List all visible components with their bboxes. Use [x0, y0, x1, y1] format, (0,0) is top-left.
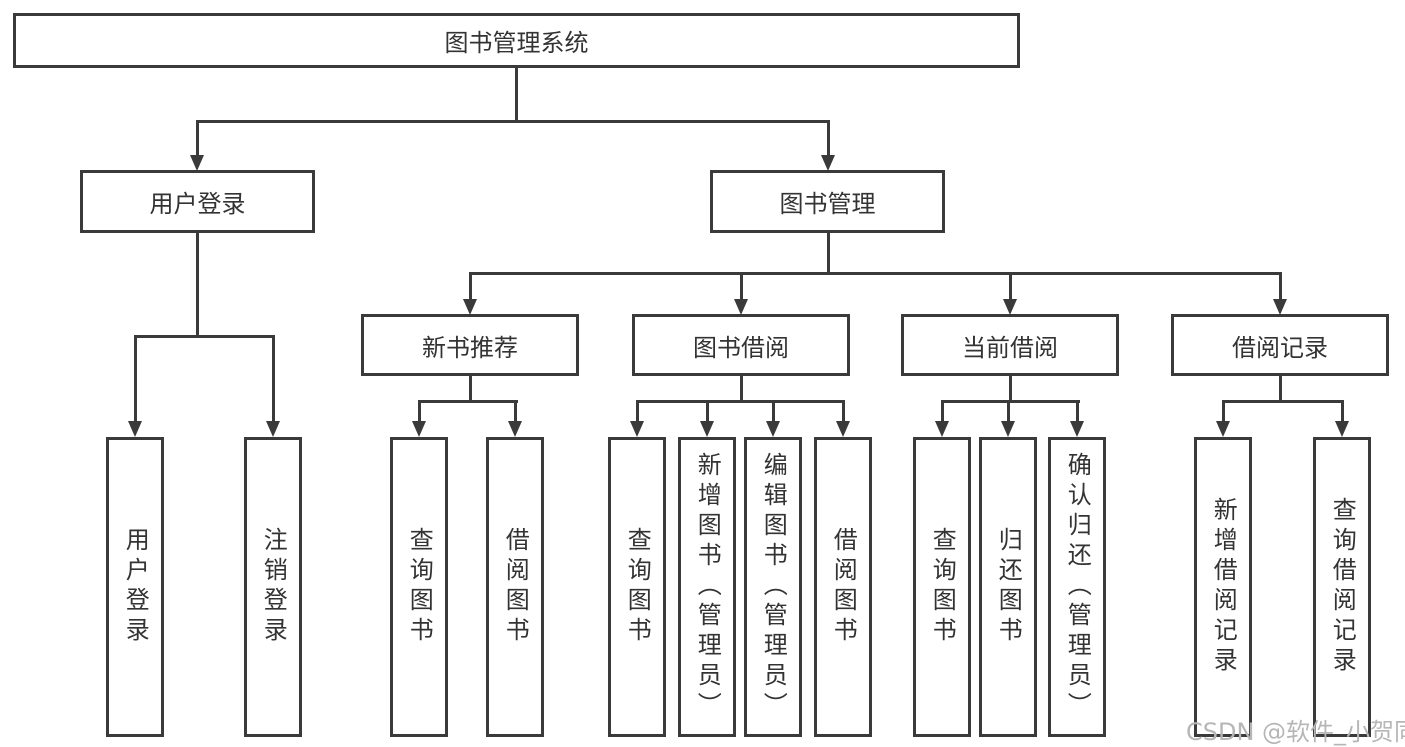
arrow-down-icon — [630, 421, 644, 437]
arrow-down-icon — [766, 421, 780, 437]
arrow-down-icon — [412, 421, 426, 437]
node-label: 用户登录 — [121, 527, 150, 647]
leaf-logout: 注销登录 — [244, 437, 302, 737]
connector-line — [196, 120, 830, 123]
node-label: 图书管理系统 — [444, 29, 589, 57]
connector-line — [134, 335, 275, 338]
connector-line — [469, 376, 472, 402]
node-label: 当前借阅 — [962, 333, 1058, 362]
arrow-down-icon — [821, 155, 835, 171]
connector-line — [514, 400, 517, 423]
node-root-library-system: 图书管理系统 — [13, 13, 1020, 68]
node-book-borrow: 图书借阅 — [632, 314, 850, 376]
connector-line — [196, 120, 199, 158]
node-borrow-records: 借阅记录 — [1171, 314, 1389, 376]
node-label: 编辑图书（管理员） — [759, 452, 788, 722]
connector-line — [469, 272, 1282, 275]
leaf-borrow-books-2: 借阅图书 — [814, 437, 872, 737]
node-label: 查询图书 — [623, 527, 652, 647]
node-label: 新书推荐 — [422, 333, 518, 362]
arrow-down-icon — [836, 421, 850, 437]
node-label: 新增图书（管理员） — [693, 452, 722, 722]
connector-line — [1222, 400, 1344, 403]
connector-line — [469, 272, 472, 301]
node-label: 图书借阅 — [693, 333, 789, 362]
leaf-confirm-return-admin: 确认归还（管理员） — [1048, 437, 1106, 737]
node-label: 查询图书 — [928, 527, 957, 647]
leaf-edit-book-admin: 编辑图书（管理员） — [744, 437, 802, 737]
leaf-query-borrow-record: 查询借阅记录 — [1313, 437, 1371, 737]
arrow-down-icon — [463, 299, 477, 315]
node-label: 归还图书 — [994, 527, 1023, 647]
node-new-book-recommend: 新书推荐 — [361, 314, 579, 376]
arrow-down-icon — [128, 421, 142, 437]
arrow-down-icon — [734, 299, 748, 315]
arrow-down-icon — [935, 421, 949, 437]
connector-line — [1009, 272, 1012, 301]
node-label: 新增借阅记录 — [1209, 497, 1238, 677]
arrow-down-icon — [190, 155, 204, 171]
leaf-query-books-2: 查询图书 — [608, 437, 666, 737]
connector-line — [941, 400, 1080, 403]
connector-line — [1076, 400, 1079, 423]
node-label: 借阅记录 — [1232, 333, 1328, 362]
leaf-borrow-books: 借阅图书 — [486, 437, 544, 737]
node-label: 注销登录 — [259, 527, 288, 647]
node-label: 借阅图书 — [501, 527, 530, 647]
connector-line — [636, 400, 639, 423]
connector-line — [941, 400, 944, 423]
arrow-down-icon — [1273, 299, 1287, 315]
node-current-borrow: 当前借阅 — [901, 314, 1119, 376]
leaf-query-books-3: 查询图书 — [913, 437, 971, 737]
arrow-down-icon — [508, 421, 522, 437]
connector-line — [272, 335, 275, 423]
connector-line — [740, 376, 743, 402]
connector-line — [772, 400, 775, 423]
connector-line — [418, 400, 518, 403]
arrow-down-icon — [1335, 421, 1349, 437]
arrow-down-icon — [1003, 299, 1017, 315]
node-label: 图书管理 — [779, 190, 876, 218]
node-label: 查询借阅记录 — [1328, 497, 1357, 677]
leaf-user-login: 用户登录 — [106, 437, 164, 737]
connector-line — [636, 400, 845, 403]
connector-line — [1279, 272, 1282, 301]
connector-line — [740, 272, 743, 301]
node-label: 确认归还（管理员） — [1063, 452, 1092, 722]
leaf-add-book-admin: 新增图书（管理员） — [678, 437, 736, 737]
arrow-down-icon — [1216, 421, 1230, 437]
csdn-watermark: CSDN @软件_小贺同学 — [1186, 718, 1405, 746]
leaf-add-borrow-record: 新增借阅记录 — [1194, 437, 1252, 737]
arrow-down-icon — [700, 421, 714, 437]
arrow-down-icon — [266, 421, 280, 437]
connector-line — [1222, 400, 1225, 423]
connector-line — [134, 335, 137, 423]
node-label: 用户登录 — [149, 190, 246, 218]
node-user-login: 用户登录 — [80, 170, 315, 233]
connector-line — [515, 68, 518, 121]
connector-line — [842, 400, 845, 423]
leaf-query-books: 查询图书 — [390, 437, 448, 737]
connector-line — [1341, 400, 1344, 423]
node-book-management: 图书管理 — [710, 170, 945, 233]
connector-line — [827, 233, 830, 274]
connector-line — [196, 233, 199, 335]
node-label: 借阅图书 — [829, 527, 858, 647]
connector-line — [418, 400, 421, 423]
connector-line — [1009, 376, 1012, 402]
connector-line — [1279, 376, 1282, 402]
node-label: 查询图书 — [405, 527, 434, 647]
arrow-down-icon — [1001, 421, 1015, 437]
connector-line — [1007, 400, 1010, 423]
arrow-down-icon — [1070, 421, 1084, 437]
connector-line — [827, 120, 830, 158]
connector-line — [706, 400, 709, 423]
leaf-return-books: 归还图书 — [979, 437, 1037, 737]
